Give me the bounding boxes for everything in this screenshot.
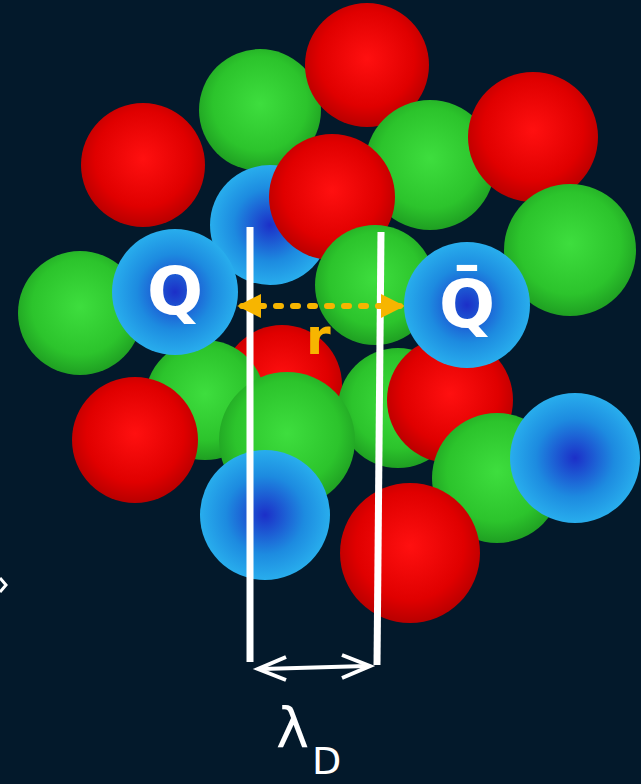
quark-symbol: Q̄ (404, 242, 530, 368)
particle-sphere (468, 72, 598, 202)
particle-sphere (340, 483, 480, 623)
debye-length-symbol: λ (276, 700, 309, 756)
distance-arrow (242, 303, 400, 309)
quark-symbol: Q (112, 229, 238, 355)
particle-sphere (200, 450, 330, 580)
edge-arrow-fragment (0, 578, 6, 592)
quark-sphere: Q̄ (404, 242, 530, 368)
debye-length-subscript: D (312, 742, 341, 780)
particle-sphere (81, 103, 205, 227)
particle-sphere (510, 393, 640, 523)
distance-label: r (306, 312, 331, 362)
particle-sphere (72, 377, 198, 503)
sphere-fill (404, 242, 530, 368)
quark-sphere: Q (112, 229, 238, 355)
sphere-fill (112, 229, 238, 355)
debye-length-marker (250, 227, 381, 680)
